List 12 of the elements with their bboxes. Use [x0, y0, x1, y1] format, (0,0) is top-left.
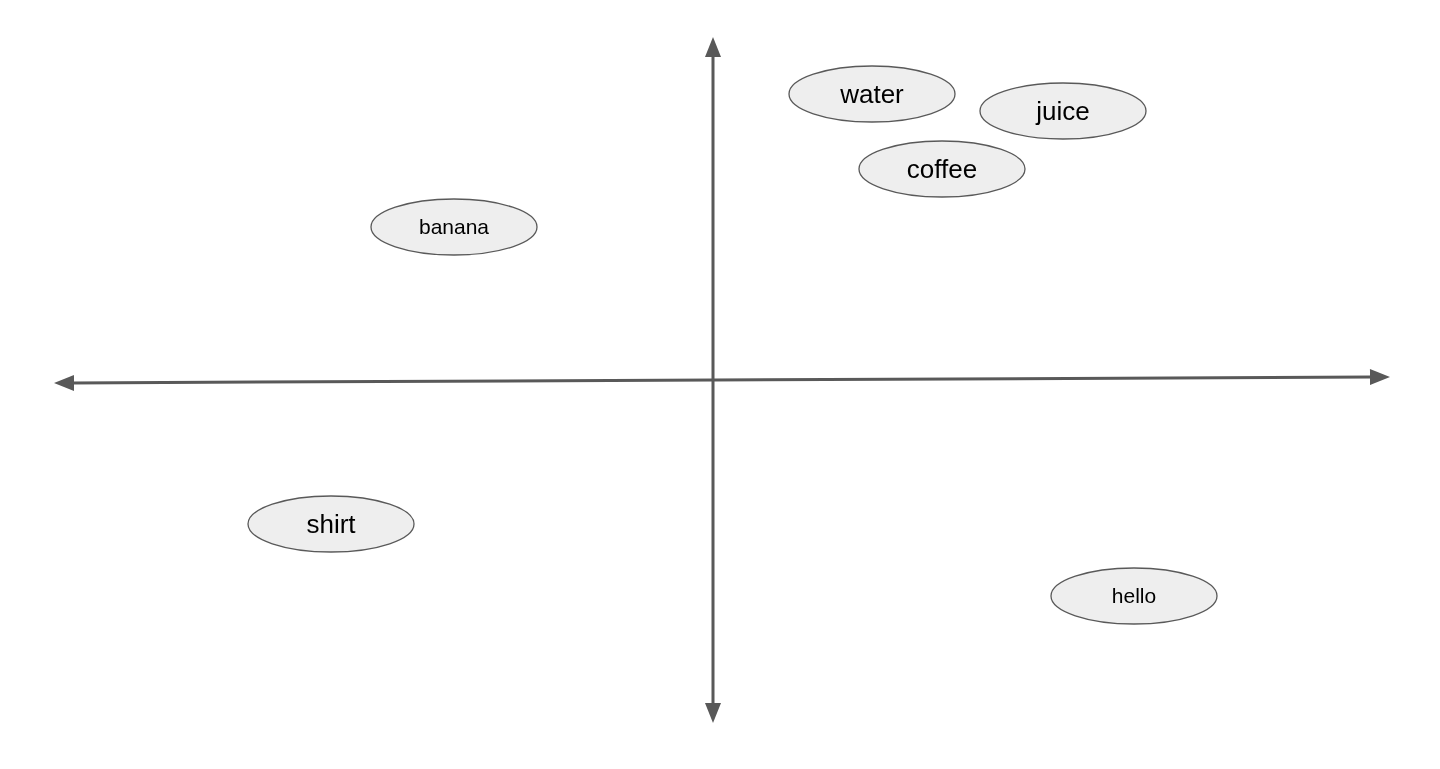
node-label: hello	[1111, 584, 1157, 608]
oval-node	[370, 198, 538, 256]
oval-node	[247, 495, 415, 553]
oval-node	[788, 65, 956, 123]
oval-node	[1050, 567, 1218, 625]
node-label: water	[840, 79, 904, 109]
node-label: banana	[418, 215, 490, 239]
node-label: shirt	[306, 509, 356, 539]
oval-node	[979, 82, 1147, 140]
node-label: juice	[1036, 96, 1090, 126]
node-label: coffee	[906, 154, 978, 184]
oval-node	[858, 140, 1026, 198]
